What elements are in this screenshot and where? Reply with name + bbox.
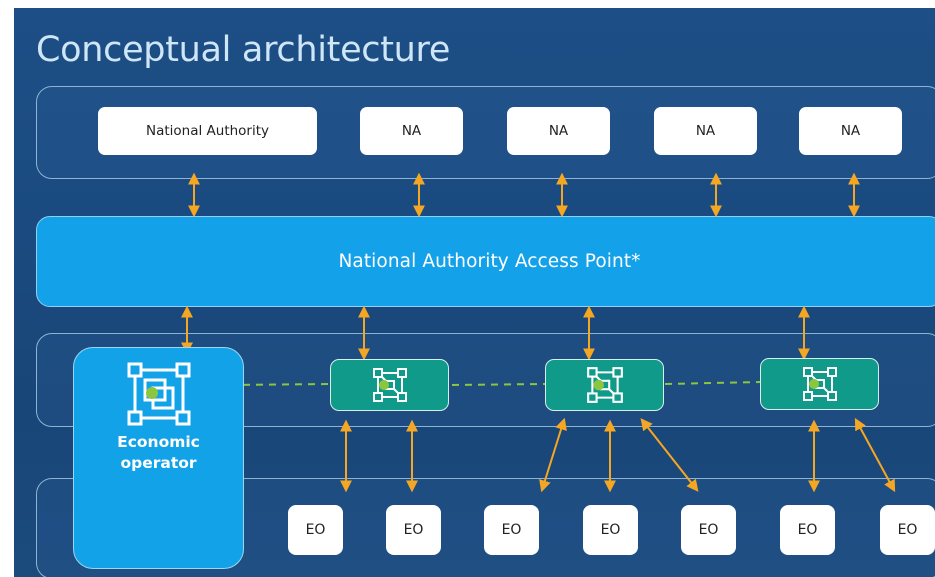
access-point-node (760, 358, 879, 410)
dashed-link (451, 383, 546, 386)
economic-operator-card: Economic operator (73, 347, 244, 569)
arrow (854, 417, 896, 493)
national-authority-box: National Authority (98, 107, 317, 155)
network-node-icon (802, 367, 837, 401)
slide: Conceptual architecture National Authori… (14, 8, 935, 577)
diagram-title: Conceptual architecture (36, 30, 451, 70)
eo-box: EO (880, 505, 935, 555)
access-point-node (330, 359, 449, 411)
arrow (640, 418, 699, 492)
national-authority-access-point-bar: National Authority Access Point* (36, 216, 935, 307)
access-point-bar-label: National Authority Access Point* (338, 251, 641, 272)
eo-box: EO (386, 505, 441, 555)
eo-box: EO (780, 505, 835, 555)
network-node-icon (586, 367, 623, 403)
arrows (181, 172, 896, 493)
access-point-node (545, 359, 664, 411)
dashed-link (229, 383, 331, 386)
arrow (539, 417, 567, 493)
na-box: NA (799, 107, 902, 155)
na-box: NA (360, 107, 463, 155)
eo-box: EO (484, 505, 539, 555)
network-node-icon (372, 368, 407, 402)
dashed-link (664, 381, 761, 385)
economic-operator-icon (127, 362, 191, 426)
economic-operator-label-line2: operator (120, 454, 197, 472)
na-box: NA (507, 107, 610, 155)
na-box: NA (654, 107, 757, 155)
eo-box: EO (681, 505, 736, 555)
connections-layer (181, 172, 896, 493)
economic-operator-label-line1: Economic (117, 433, 200, 451)
eo-box: EO (288, 505, 343, 555)
dashed-links (229, 381, 761, 386)
eo-box: EO (583, 505, 638, 555)
